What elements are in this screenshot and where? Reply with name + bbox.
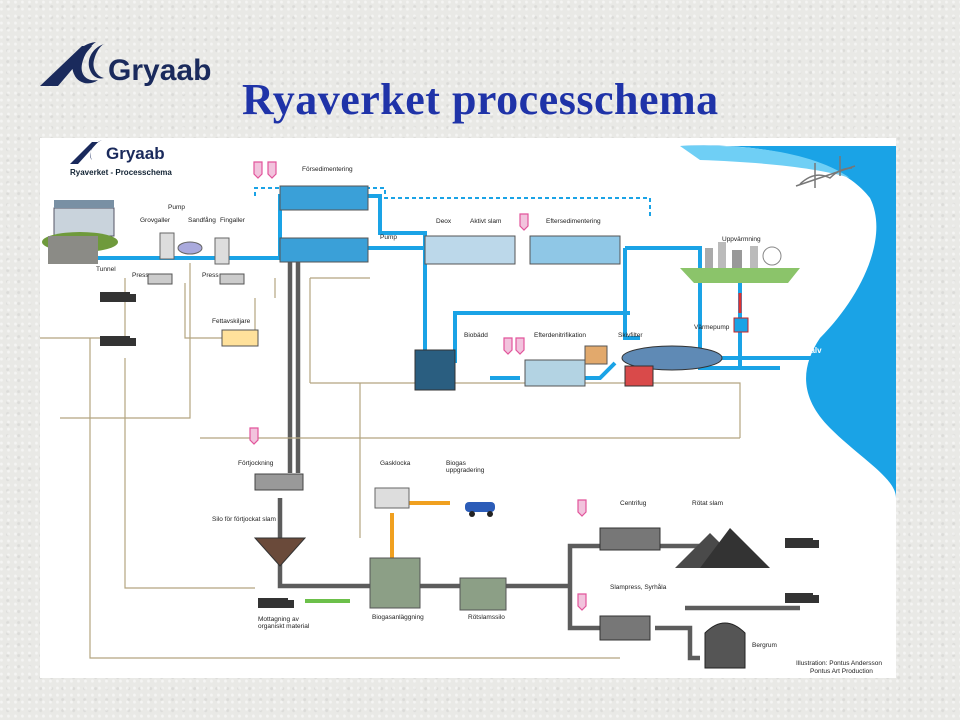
page-title: Ryaverket processchema [242, 75, 719, 124]
chemical-dosing-icons [249, 161, 587, 611]
label-gasklocka: Gasklocka [380, 460, 411, 467]
gasklocka-tank [374, 487, 410, 509]
efterdenitrifikation-tank [524, 359, 586, 387]
river-gota-alv [680, 145, 896, 499]
label-eftersedimentering: Eftersedimentering [546, 218, 601, 225]
return-lines [40, 263, 741, 659]
fettavskiljare-tank [221, 329, 259, 347]
gryaab-logo-mark [40, 42, 104, 86]
biogas-car [465, 502, 495, 517]
label-aktivt-slam: Aktivt slam [470, 218, 502, 225]
diagram-logo-mark [70, 140, 102, 164]
label-centrifug: Centrifug [620, 500, 647, 507]
label-press-2: Press [202, 272, 219, 279]
biogasanlaggning-tank [369, 557, 421, 609]
truck-icon [100, 292, 819, 608]
label-uppvarmning: Uppvärmning [722, 236, 761, 243]
rotslamssilo-tank [459, 577, 507, 611]
biobadd-tank [414, 349, 456, 391]
sludge-lines [277, 258, 800, 661]
label-deox: Deox [436, 218, 452, 225]
label-fortjockning: Förtjockning [238, 460, 274, 467]
aktivt-slam-tanks [424, 235, 621, 265]
uppvarmning-city [680, 242, 800, 283]
gryaab-logo: Gryaab [38, 38, 223, 90]
head-office-building [42, 200, 118, 264]
label-varmepump: Värmepump [694, 324, 730, 331]
fortjockning-unit [254, 473, 304, 491]
label-fettavskiljare: Fettavskiljare [212, 318, 251, 325]
label-efterdenitrifikation: Efterdenitrifikation [534, 332, 587, 339]
label-biogasanlaggning: Biogasanläggning [372, 614, 424, 621]
label-biobadd: Biobädd [464, 332, 488, 339]
slampress-unit [599, 615, 651, 641]
label-pump-mid: Pump [380, 234, 397, 241]
credit-line-2: Pontus Art Production [810, 668, 873, 675]
silo-unit [253, 537, 307, 567]
bergrum-tunnel [704, 622, 746, 669]
label-mottagning: Mottagning av organiskt material [258, 616, 310, 630]
label-fingaller: Fingaller [220, 217, 245, 224]
bridge-icon [795, 156, 856, 188]
label-slampress: Slampress, Syrhåla [610, 584, 667, 591]
label-biogas-uppgradering: Biogas uppgradering [446, 460, 485, 474]
label-pump-top: Pump [168, 204, 185, 211]
credit-line-1: Illustration: Pontus Andersson [796, 660, 882, 667]
label-skivfilter: Skivfilter [618, 332, 643, 339]
label-press-1: Press [132, 272, 149, 279]
varmepump-unit [733, 293, 749, 333]
process-diagram: Gryaab Ryaverket - Processchema Försedim… [40, 138, 896, 678]
label-forsedimentering: Försedimentering [302, 166, 353, 173]
skivfilter-building [621, 345, 723, 387]
diagram-logo-text: Gryaab [106, 144, 165, 163]
centrifug-unit [599, 527, 661, 551]
label-rotat-slam: Rötat slam [692, 500, 724, 507]
diagram-subtitle: Ryaverket - Processchema [70, 168, 172, 177]
label-silo: Silo för förtjockat slam [212, 516, 276, 523]
forsedimentering-tanks [279, 185, 369, 263]
label-sandfang: Sandfång [188, 217, 216, 224]
slide-logo-text: Gryaab [108, 54, 212, 87]
efterdenitrifikation-building [584, 345, 608, 365]
label-grovgaller: Grovgaller [140, 217, 170, 224]
label-gota-alv: Göta älv [790, 346, 822, 355]
label-tunnel: Tunnel [96, 266, 116, 273]
label-rotslamssilo: Rötslamssilo [468, 614, 505, 621]
presses [147, 273, 245, 285]
grid-screens [159, 232, 230, 265]
process-flow-graphic [40, 140, 896, 669]
gas-lines [390, 501, 450, 558]
label-bergrum: Bergrum [752, 642, 777, 649]
rotat-slam-piles [675, 528, 770, 568]
